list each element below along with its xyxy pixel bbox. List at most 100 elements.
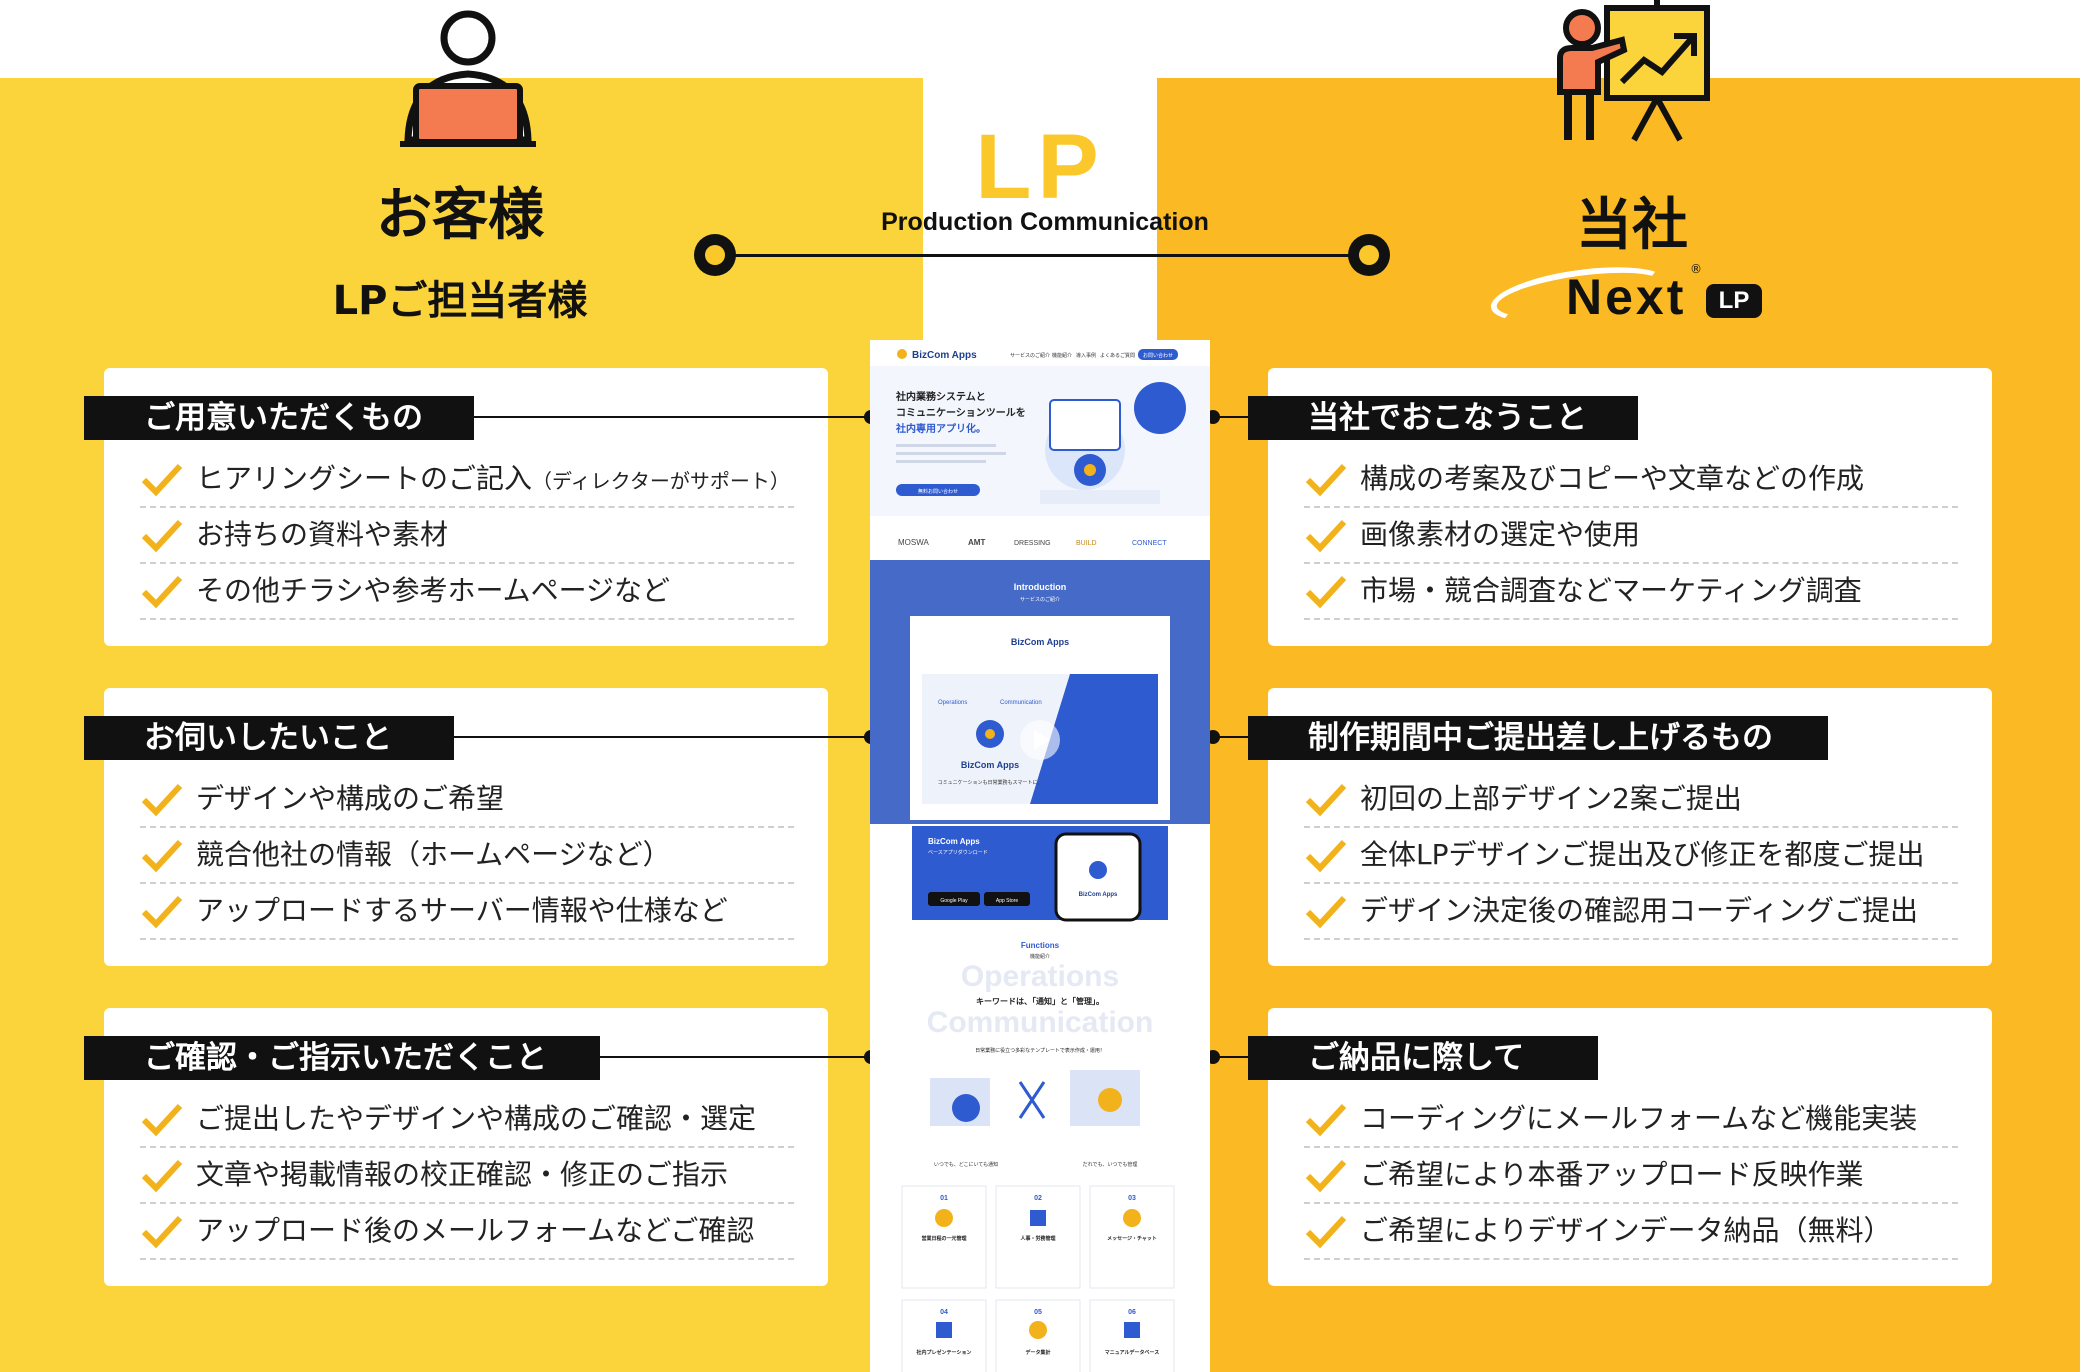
customer-card-2-label: お伺いしたいこと [84, 716, 454, 760]
mock-hero-line2: コミュニケーションツールを [896, 407, 1026, 419]
check-icon [1305, 895, 1347, 928]
item-text: コーディングにメールフォームなど機能実装 [1360, 1102, 1918, 1135]
mock-func-en: Functions [1021, 941, 1060, 950]
list-item: お持ちの資料や素材 [140, 508, 794, 564]
feature-icon [1124, 1322, 1140, 1338]
card-connector [1214, 1056, 1248, 1058]
check-icon [141, 895, 183, 928]
item-text: その他チラシや参考ホームページなど [196, 574, 671, 607]
check-icon [1305, 839, 1347, 872]
list-item: デザイン決定後の確認用コーディングご提出 [1304, 884, 1958, 940]
item-text: アップロード後のメールフォームなどご確認 [196, 1214, 755, 1247]
play-triangle-icon [1034, 730, 1050, 750]
check-icon [1305, 519, 1347, 552]
feature-num: 05 [1034, 1309, 1042, 1316]
logo-badge: LP [1706, 284, 1762, 318]
mock-video-caption: コミュニケーションも日常業務もスマートに。 [938, 779, 1043, 786]
mock-hero-text-placeholder [896, 444, 996, 447]
feature-title: マニュアルデータベース [1105, 1349, 1160, 1356]
connector-dot-left [694, 234, 736, 276]
card-connector [474, 416, 870, 418]
lp-mockup-drawing: BizCom Apps サービスのご紹介 機能紹介 導入事例 よくあるご質問 お… [870, 349, 1210, 1372]
item-text: ご希望により本番アップロード反映作業 [1360, 1158, 1864, 1191]
feature-title: 営業日程の一元管理 [921, 1235, 966, 1242]
list-item: ご希望によりデザインデータ納品（無料） [1304, 1204, 1958, 1260]
mock-hero-line1: 社内業務システムと [895, 390, 986, 403]
mock-hero-text-placeholder [896, 460, 986, 463]
mock-download-title: BizCom Apps [928, 837, 980, 846]
mock-nav-3: 導入事例 [1076, 352, 1096, 359]
item-text: 市場・競合調査などマーケティング調査 [1360, 574, 1862, 607]
feature-icon [1030, 1210, 1046, 1226]
check-icon [141, 1215, 183, 1248]
mock-nav-2: 機能紹介 [1052, 352, 1072, 359]
check-icon [1305, 575, 1347, 608]
customer-card-2-list: デザインや構成のご希望 競合他社の情報（ホームページなど） アップロードするサー… [140, 772, 794, 940]
feature-card [901, 1185, 987, 1289]
item-text: ご希望によりデザインデータ納品（無料） [1360, 1214, 1892, 1247]
item-text: ヒアリングシートのご記入 [196, 462, 533, 495]
lp-title: LP [975, 116, 1105, 218]
logo-text: Next [1566, 269, 1687, 325]
next-lp-logo: Next ® LP [1487, 257, 1770, 333]
list-item: 画像素材の選定や使用 [1304, 508, 1958, 564]
list-item: 文章や掲載情報の校正確認・修正のご指示 [140, 1148, 794, 1204]
check-icon [141, 1103, 183, 1136]
check-icon [141, 519, 183, 552]
mock-client-logo: MOSWA [898, 538, 929, 547]
company-title: 当社 [1576, 193, 1688, 258]
feature-title: 社内プレゼンテーション [916, 1349, 972, 1356]
feature-num: 01 [940, 1195, 948, 1202]
mock-client-logo: DRESSING [1014, 540, 1051, 547]
mock-hero-button-label: 無料お問い合わせ [918, 488, 958, 495]
company-card-2-label: 制作期間中ご提出差し上げるもの [1248, 716, 1828, 760]
card-connector [600, 1056, 870, 1058]
presenter-chart-icon [1557, 0, 1710, 142]
mock-func-right-caption: だれでも、いつでも管理 [1083, 1161, 1138, 1168]
mock-phone-label: BizCom Apps [1079, 892, 1118, 898]
mock-brand: BizCom Apps [912, 350, 977, 361]
connector-dot-right [1348, 234, 1390, 276]
check-icon [141, 1159, 183, 1192]
cross-icon [1018, 1081, 1046, 1119]
mock-intro-en: Introduction [1014, 582, 1067, 592]
mock-client-logo: AMT [968, 538, 985, 547]
connector-line [715, 254, 1370, 257]
item-text: 文章や掲載情報の校正確認・修正のご指示 [196, 1158, 729, 1191]
mock-nav-4: よくあるご質問 [1100, 352, 1135, 359]
mock-video-title: BizCom Apps [961, 760, 1019, 770]
mock-func-desc: 日常業務に役立つ多彩なテンプレートで表示作成・運用！ [975, 1047, 1105, 1054]
item-text: 画像素材の選定や使用 [1360, 518, 1641, 551]
check-icon [141, 783, 183, 816]
check-icon [1305, 1159, 1347, 1192]
list-item: 初回の上部デザイン2案ご提出 [1304, 772, 1958, 828]
mock-func-left-caption: いつでも、どこにいても通知 [934, 1161, 998, 1168]
list-item: アップロードするサーバー情報や仕様など [140, 884, 794, 940]
card-connector [1214, 736, 1248, 738]
item-text: ご提出したやデザインや構成のご確認・選定 [196, 1102, 757, 1135]
lp-subtitle: Production Communication [881, 208, 1209, 236]
list-item: 競合他社の情報（ホームページなど） [140, 828, 794, 884]
customer-subtitle: LPご担当者様 [332, 278, 588, 324]
feature-card [1089, 1185, 1175, 1289]
app-store-label: App Store [996, 898, 1018, 904]
mock-client-logo: CONNECT [1132, 540, 1167, 547]
feature-num: 03 [1128, 1195, 1136, 1202]
feature-title: メッセージ・チャット [1107, 1236, 1157, 1242]
mock-hero-line3: 社内専用アプリ化。 [895, 422, 986, 435]
company-card-2-list: 初回の上部デザイン2案ご提出 全体LPデザインご提出及び修正を都度ご提出 デザイ… [1304, 772, 1958, 940]
item-note: （ディレクターがサポート） [532, 469, 790, 493]
feature-title: データ集計 [1025, 1349, 1050, 1356]
company-card-3-label: ご納品に際して [1248, 1036, 1598, 1080]
item-text: デザイン決定後の確認用コーディングご提出 [1360, 894, 1919, 927]
feature-num: 04 [940, 1309, 948, 1316]
list-item: デザインや構成のご希望 [140, 772, 794, 828]
gear-icon [1089, 861, 1107, 879]
list-item: ご提出したやデザインや構成のご確認・選定 [140, 1092, 794, 1148]
mock-nav-cta [1138, 349, 1178, 360]
megaphone-icon [952, 1094, 980, 1122]
card-connector [454, 736, 870, 738]
list-item: ご希望により本番アップロード反映作業 [1304, 1148, 1958, 1204]
mock-video-tag-right: Communication [1000, 700, 1042, 706]
mock-func-jp: 機能紹介 [1030, 953, 1050, 960]
